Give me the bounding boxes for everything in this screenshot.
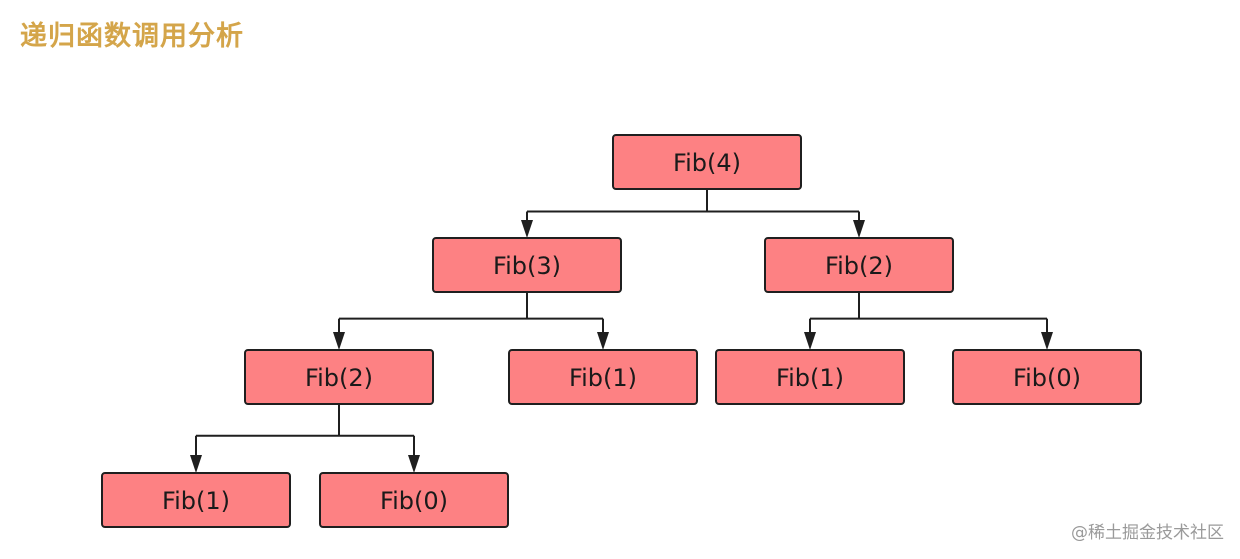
tree-node-fib-2: Fib(2) bbox=[764, 237, 954, 293]
tree-node-fib-3: Fib(3) bbox=[432, 237, 622, 293]
node-box bbox=[101, 472, 291, 528]
tree-node-fib-1: Fib(1) bbox=[715, 349, 905, 405]
node-box bbox=[244, 349, 434, 405]
node-label: Fib(1) bbox=[569, 364, 637, 392]
arrowhead bbox=[408, 455, 420, 473]
arrowhead bbox=[333, 332, 345, 350]
node-label: Fib(0) bbox=[380, 487, 448, 515]
node-label: Fib(4) bbox=[673, 149, 741, 177]
tree-nodes: Fib(4) Fib(3) Fib(2) Fib(1) Fib(0) Fib(1) Fib(… bbox=[101, 134, 1142, 528]
tree-node-fib-0: Fib(0) bbox=[952, 349, 1142, 405]
tree-node-fib-1: Fib(1) bbox=[101, 472, 291, 528]
node-label: Fib(3) bbox=[493, 252, 561, 280]
arrowhead bbox=[853, 220, 865, 238]
node-label: Fib(2) bbox=[825, 252, 893, 280]
node-box bbox=[508, 349, 698, 405]
tree-node-fib-1: Fib(1) bbox=[508, 349, 698, 405]
tree-node-fib-4: Fib(4) bbox=[612, 134, 802, 190]
arrowhead bbox=[804, 332, 816, 350]
page-title: 递归函数调用分析 bbox=[20, 21, 244, 52]
node-box bbox=[715, 349, 905, 405]
node-box bbox=[764, 237, 954, 293]
node-box bbox=[432, 237, 622, 293]
watermark: @稀土掘金技术社区 bbox=[1071, 523, 1224, 543]
arrowhead bbox=[597, 332, 609, 350]
node-label: Fib(2) bbox=[305, 364, 373, 392]
arrowhead bbox=[1041, 332, 1053, 350]
node-box bbox=[612, 134, 802, 190]
node-label: Fib(1) bbox=[162, 487, 230, 515]
node-label: Fib(1) bbox=[776, 364, 844, 392]
node-label: Fib(0) bbox=[1013, 364, 1081, 392]
tree-edges bbox=[190, 189, 1053, 473]
arrowhead bbox=[190, 455, 202, 473]
node-box bbox=[952, 349, 1142, 405]
tree-node-fib-2: Fib(2) bbox=[244, 349, 434, 405]
node-box bbox=[319, 472, 509, 528]
arrowhead bbox=[521, 220, 533, 238]
tree-node-fib-0: Fib(0) bbox=[319, 472, 509, 528]
